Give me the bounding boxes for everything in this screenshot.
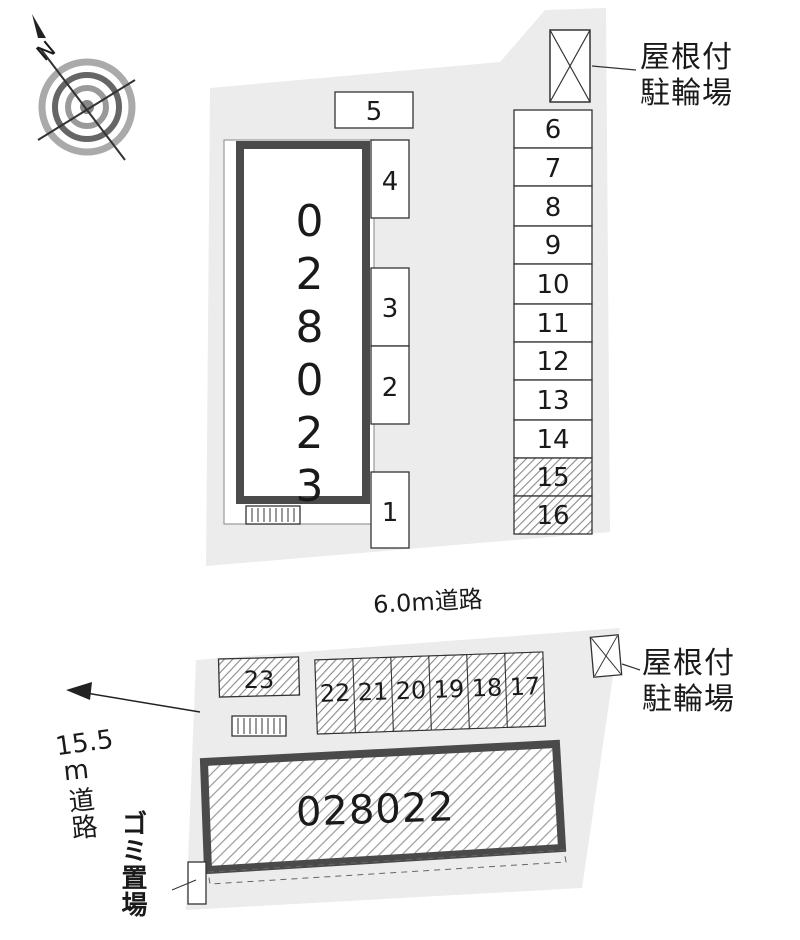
- space-label-20: 20: [395, 676, 427, 705]
- parking-space-1: 1: [370, 471, 410, 549]
- parking-space-17: [504, 651, 546, 728]
- garbage-station-icon: [187, 861, 207, 905]
- parking-space-4: 4: [370, 139, 410, 219]
- bike-parking-north: [549, 29, 637, 103]
- space-label-17: 17: [509, 672, 541, 701]
- space-label-14: 14: [536, 425, 569, 455]
- bike-parking-north-label-line2: 駐輪場: [640, 76, 733, 111]
- space-label-9: 9: [545, 231, 562, 261]
- road-west-arrow: [66, 682, 201, 713]
- bike-parking-south-label-line2: 駐輪場: [642, 682, 735, 717]
- building-028022-label: 028022: [295, 784, 456, 836]
- parking-space-5: 5: [334, 91, 414, 129]
- stairs-north: [245, 505, 301, 525]
- parking-space-13: [513, 379, 593, 421]
- space-label-16: 16: [536, 501, 569, 531]
- svg-text:4: 4: [382, 167, 399, 197]
- bike-parking-north-label-line1: 屋根付: [640, 40, 733, 75]
- parking-space-2: 2: [370, 345, 410, 425]
- parking-space-23: 23: [217, 656, 301, 698]
- building-028022: [199, 739, 567, 885]
- space-label-11: 11: [536, 309, 569, 339]
- road-north-label: 6.0m道路: [372, 585, 483, 619]
- space-label-10: 10: [536, 270, 569, 300]
- svg-text:3: 3: [382, 294, 399, 324]
- space-label-15: 15: [536, 463, 569, 493]
- parking-row-south: 22 21 20 19 18 17: [314, 651, 546, 735]
- stairs-south: [231, 715, 287, 737]
- space-label-18: 18: [471, 673, 503, 702]
- north-label: N: [32, 37, 61, 67]
- space-label-6: 6: [545, 115, 562, 145]
- parking-space-15: [513, 457, 593, 497]
- parking-space-14: [513, 419, 593, 459]
- space-label-21: 21: [357, 677, 389, 706]
- parking-column-east: 6 7 8 9 10 11 12 13 14 15 16: [513, 109, 593, 535]
- parking-space-8: [513, 185, 593, 227]
- space-label-22: 22: [319, 679, 351, 708]
- bike-parking-south: [589, 634, 641, 678]
- space-label-12: 12: [536, 347, 569, 377]
- space-label-8: 8: [545, 193, 562, 223]
- bike-parking-south-label: 屋根付 駐輪場: [642, 646, 735, 718]
- parking-space-3: 3: [370, 267, 410, 347]
- space-label-13: 13: [536, 386, 569, 416]
- building-028023: [236, 141, 370, 504]
- space-label-7: 7: [545, 154, 562, 184]
- parking-space-7: [513, 147, 593, 187]
- space-label-19: 19: [433, 675, 465, 704]
- svg-text:2: 2: [382, 373, 399, 403]
- bike-parking-north-label: 屋根付 駐輪場: [640, 40, 733, 112]
- svg-text:5: 5: [366, 97, 383, 127]
- compass-icon: N: [32, 14, 136, 161]
- parking-space-16: [513, 495, 593, 535]
- bike-parking-south-label-line1: 屋根付: [642, 646, 735, 681]
- svg-text:1: 1: [382, 498, 399, 528]
- garbage-station-label: ゴミ置場: [117, 810, 147, 918]
- building-028023-label: 028023: [284, 196, 335, 514]
- svg-text:23: 23: [244, 666, 275, 694]
